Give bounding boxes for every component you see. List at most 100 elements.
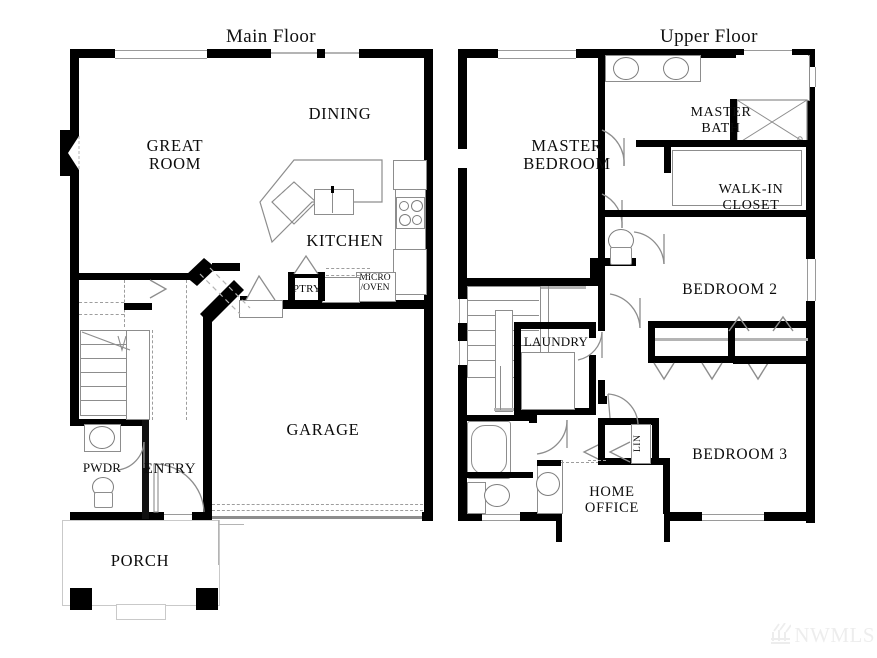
master-sink-icon-2 (663, 57, 689, 80)
exterior-wall-bottom-u (764, 512, 815, 521)
window-dining-north (271, 52, 317, 54)
window-bedroom-3 (702, 514, 764, 521)
walk-in-closet-wall-bottom (605, 210, 808, 217)
tub-spacer (736, 55, 808, 99)
kitchen-counter-lower (393, 249, 427, 295)
walk-in-closet-wall-left (664, 140, 671, 173)
garage-step (239, 300, 283, 318)
micro-oven-label: MICRO /OVEN (359, 273, 391, 293)
porch-label: PORCH (110, 551, 170, 570)
master-bedroom-door-icon (633, 231, 665, 265)
closet-shelf (672, 150, 802, 151)
home-office-wall-left (556, 512, 562, 542)
powder-toilet-tank-icon (94, 492, 113, 508)
exterior-wall-top-u (458, 49, 498, 58)
closet-threshold (733, 359, 807, 364)
exterior-wall-top (207, 49, 271, 58)
pantry-wall-top (288, 272, 325, 278)
nwmls-watermark: NWMLS (770, 620, 875, 650)
interior-wall (212, 263, 240, 271)
stair-handrail (126, 330, 150, 420)
stair-direction-arrow-icon (81, 331, 131, 353)
bedroom-3-closet-bifold-icon (653, 362, 769, 381)
linen-shelf (631, 424, 651, 464)
walk-in-closet-wall-top (664, 140, 808, 147)
master-bath-label: MASTER BATH (690, 105, 752, 136)
closet-bifold-door-icon (149, 279, 168, 299)
burner-icon (399, 201, 409, 211)
bedroom-3-label: BEDROOM 3 (692, 446, 788, 463)
exterior-wall-top (70, 49, 115, 58)
master-bath-wall-left (598, 49, 605, 197)
sink-divider (332, 189, 334, 213)
laundry-label: LAUNDRY (523, 334, 589, 349)
stair-tread (80, 386, 148, 387)
bath-tub-inner (471, 425, 507, 475)
garage-door-swing-icon (244, 274, 276, 303)
exterior-wall-bottom-u (670, 512, 702, 521)
upper-cabinet-line (326, 268, 370, 269)
master-bath-wall-left-3 (598, 219, 605, 313)
master-bedroom-wall-south (458, 278, 598, 286)
exterior-wall-bottom-u (520, 512, 556, 521)
linen-label: LIN (633, 434, 643, 452)
bedroom-2-closet-wall-left (648, 321, 655, 363)
upper-stair-handrail (495, 310, 513, 412)
master-shower-icon (736, 99, 808, 145)
burner-icon (411, 200, 423, 212)
exterior-wall-top-u (602, 49, 744, 58)
porch-step (116, 604, 166, 620)
garage-header-line (212, 504, 423, 505)
stair-tread (80, 358, 148, 359)
closet-divider-wall (728, 321, 735, 363)
home-office-wall-right (664, 512, 670, 542)
bath-vanity-left (467, 482, 486, 514)
entry-label: ENTRY (143, 461, 197, 477)
master-bath-door-icon (601, 129, 625, 167)
bedroom-3-door-icon (607, 393, 639, 425)
exterior-wall-right (424, 49, 433, 322)
exterior-wall-top-u (792, 49, 815, 58)
porch-column (70, 588, 92, 610)
nwmls-logo-icon (771, 623, 792, 644)
upper-cabinet-line (326, 275, 370, 276)
closet-line (79, 314, 124, 315)
closet-shelf (672, 150, 673, 206)
window-great-room-north (115, 50, 207, 59)
garage-label: GARAGE (286, 420, 360, 439)
master-sink-icon (613, 57, 639, 80)
exterior-wall-left (70, 175, 79, 278)
porch-edge (218, 520, 219, 565)
hall-wall (598, 313, 605, 331)
master-toilet-tank-icon (610, 247, 632, 265)
garage-door (212, 516, 422, 519)
entry-door-swing-icon (153, 463, 205, 513)
exterior-wall-left-u (458, 49, 467, 149)
window-bedroom-2 (807, 259, 816, 301)
window-bath (482, 514, 520, 521)
bath-wall-mid (467, 472, 533, 478)
exterior-wall-right-u (806, 49, 815, 67)
walk-in-closet-label: WALK-IN CLOSET (718, 182, 784, 213)
exterior-wall-right-u (806, 301, 815, 523)
powder-sink-icon (89, 426, 115, 449)
stair-tread (80, 400, 148, 401)
exterior-wall-right-u (806, 87, 815, 259)
porch-edge (218, 524, 244, 525)
pantry-label: PTRY (292, 283, 322, 295)
hall-wall-3 (598, 418, 605, 464)
sink-faucet-icon (331, 186, 334, 193)
linen-wall-right (652, 418, 659, 464)
upper-floor-title: Upper Floor (660, 26, 758, 47)
linen-door-icon (608, 441, 631, 463)
exterior-wall-bottom-left (70, 512, 156, 521)
powder-door-swing-icon (117, 441, 145, 471)
exterior-wall-bottom-u (458, 512, 482, 521)
bedroom-2-door-icon (609, 293, 641, 329)
master-bedroom-label: MASTER BEDROOM (523, 136, 611, 174)
exterior-wall-left (70, 49, 79, 130)
pantry-wall-left (288, 272, 295, 301)
dining-label: DINING (308, 104, 372, 123)
closet-shelf (801, 150, 802, 206)
pantry-wall-right (318, 272, 325, 301)
